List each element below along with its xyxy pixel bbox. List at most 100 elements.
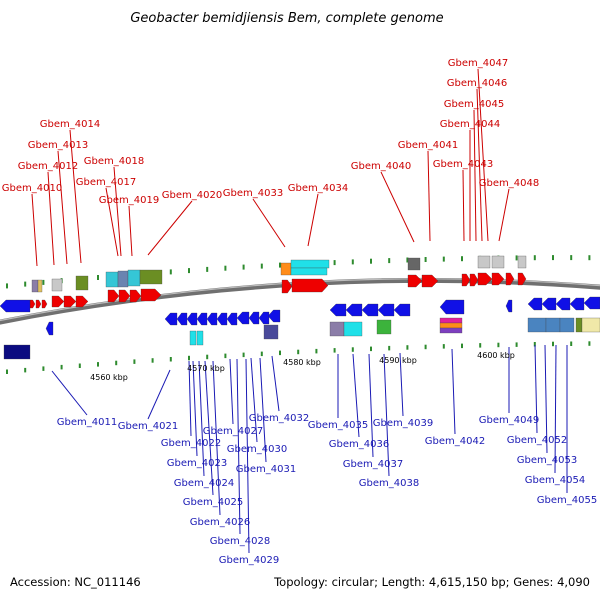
feature-block	[127, 269, 141, 287]
tick-mark	[570, 255, 573, 261]
gene-label-gbem-4039[interactable]: Gbem_4039	[373, 418, 433, 429]
gene-label-gbem-4018[interactable]: Gbem_4018	[84, 156, 144, 167]
tick-mark	[479, 343, 482, 348]
tick-mark	[570, 341, 573, 346]
feature-block	[343, 321, 363, 337]
gene-label-gbem-4034[interactable]: Gbem_4034	[288, 183, 348, 194]
reverse-gene-arrow	[176, 312, 188, 326]
gene-label-gbem-4040[interactable]: Gbem_4040	[351, 161, 411, 172]
gene-label-gbem-4037[interactable]: Gbem_4037	[343, 459, 403, 470]
forward-gene-arrow	[505, 272, 515, 286]
gene-label-gbem-4026[interactable]: Gbem_4026	[190, 517, 250, 528]
tick-mark	[260, 351, 263, 357]
leader-line	[188, 360, 192, 437]
gene-label-gbem-4055[interactable]: Gbem_4055	[537, 495, 597, 506]
reverse-gene-arrow	[439, 299, 465, 315]
feature-block	[407, 257, 421, 271]
reverse-gene-arrow	[258, 311, 270, 325]
gene-label-gbem-4021[interactable]: Gbem_4021	[118, 421, 178, 432]
reverse-gene-arrow	[186, 312, 198, 326]
gene-label-gbem-4017[interactable]: Gbem_4017	[76, 177, 136, 188]
reverse-gene-arrow	[393, 303, 411, 317]
gene-label-gbem-4052[interactable]: Gbem_4052	[507, 435, 567, 446]
gene-label-gbem-4044[interactable]: Gbem_4044	[440, 119, 500, 130]
forward-gene-arrow	[281, 279, 293, 294]
gene-label-gbem-4053[interactable]: Gbem_4053	[517, 455, 577, 466]
gene-label-gbem-4023[interactable]: Gbem_4023	[167, 458, 227, 469]
feature-block	[439, 327, 463, 334]
feature-block	[117, 270, 129, 288]
gene-label-gbem-4011[interactable]: Gbem_4011	[57, 417, 117, 428]
gene-label-gbem-4043[interactable]: Gbem_4043	[433, 159, 493, 170]
leader-line	[368, 353, 374, 458]
gene-label-gbem-4024[interactable]: Gbem_4024	[174, 478, 234, 489]
leader-line	[250, 357, 258, 443]
gene-label-gbem-4045[interactable]: Gbem_4045	[444, 99, 504, 110]
gene-label-gbem-4049[interactable]: Gbem_4049	[479, 415, 539, 426]
tick-mark	[6, 283, 8, 289]
scale-label: 4580 kbp	[283, 358, 321, 367]
reverse-gene-arrow	[541, 297, 557, 311]
gene-label-gbem-4041[interactable]: Gbem_4041	[398, 140, 458, 151]
leader-line	[554, 344, 557, 474]
tick-mark	[206, 266, 209, 272]
gene-label-gbem-4028[interactable]: Gbem_4028	[210, 536, 270, 547]
feature-block	[263, 324, 279, 340]
gene-label-gbem-4038[interactable]: Gbem_4038	[359, 478, 419, 489]
leader-line	[229, 358, 234, 425]
gene-labels[interactable]: Gbem_4010Gbem_4012Gbem_4013Gbem_4014Gbem…	[2, 58, 597, 566]
tick-mark	[6, 369, 8, 374]
tick-mark	[461, 343, 463, 349]
forward-gene-arrow	[421, 274, 439, 288]
forward-gene-arrow	[51, 295, 65, 308]
gene-label-gbem-4010[interactable]: Gbem_4010	[2, 183, 62, 194]
feature-block	[139, 269, 163, 285]
leader-line	[476, 88, 483, 242]
gene-label-gbem-4014[interactable]: Gbem_4014	[40, 119, 100, 130]
feature-block	[189, 330, 197, 346]
tick-mark	[588, 341, 591, 346]
gene-label-gbem-4020[interactable]: Gbem_4020	[162, 190, 222, 201]
tick-mark	[279, 262, 281, 268]
topology-label: Topology: circular; Length: 4,615,150 bp…	[273, 575, 590, 589]
tick-mark	[115, 360, 118, 366]
leader-line	[451, 348, 456, 435]
gene-label-gbem-4030[interactable]: Gbem_4030	[227, 444, 287, 455]
feature-block	[527, 317, 547, 333]
gene-label-gbem-4013[interactable]: Gbem_4013	[28, 140, 88, 151]
feature-block	[105, 271, 119, 288]
gene-label-gbem-4012[interactable]: Gbem_4012	[18, 161, 78, 172]
gene-label-gbem-4019[interactable]: Gbem_4019	[99, 195, 159, 206]
gene-label-gbem-4042[interactable]: Gbem_4042	[425, 436, 485, 447]
gene-label-gbem-4033[interactable]: Gbem_4033	[223, 188, 283, 199]
reverse-strand-tick-row	[6, 341, 591, 374]
reverse-gene-arrow	[236, 311, 250, 325]
tick-mark	[588, 255, 591, 261]
tick-mark	[97, 275, 99, 280]
gene-label-gbem-4029[interactable]: Gbem_4029	[219, 555, 279, 566]
forward-gene-arrow	[477, 272, 493, 286]
gene-label-gbem-4032[interactable]: Gbem_4032	[249, 413, 309, 424]
forward-gene-arrow	[75, 295, 89, 308]
gene-label-gbem-4035[interactable]: Gbem_4035	[308, 420, 368, 431]
leader-line	[204, 360, 214, 496]
gene-label-gbem-4047[interactable]: Gbem_4047	[448, 58, 508, 69]
leader-line	[128, 205, 133, 257]
leader-line	[192, 360, 198, 457]
scale-label: 4570 kbp	[187, 364, 225, 373]
gene-label-gbem-4048[interactable]: Gbem_4048	[479, 178, 539, 189]
gene-label-gbem-4054[interactable]: Gbem_4054	[525, 475, 585, 486]
gene-label-gbem-4046[interactable]: Gbem_4046	[447, 78, 507, 89]
gene-label-gbem-4025[interactable]: Gbem_4025	[183, 497, 243, 508]
gene-label-gbem-4036[interactable]: Gbem_4036	[329, 439, 389, 450]
tick-mark	[97, 362, 99, 367]
leader-line	[534, 344, 538, 434]
accession-label: Accession: NC_011146	[10, 575, 141, 589]
tick-mark	[188, 355, 190, 361]
leader-line	[57, 150, 68, 265]
gene-label-gbem-4031[interactable]: Gbem_4031	[236, 464, 296, 475]
gene-label-gbem-4027[interactable]: Gbem_4027	[203, 426, 263, 437]
gene-label-gbem-4022[interactable]: Gbem_4022	[161, 438, 221, 449]
tick-mark	[406, 257, 409, 263]
tick-mark	[224, 353, 227, 359]
